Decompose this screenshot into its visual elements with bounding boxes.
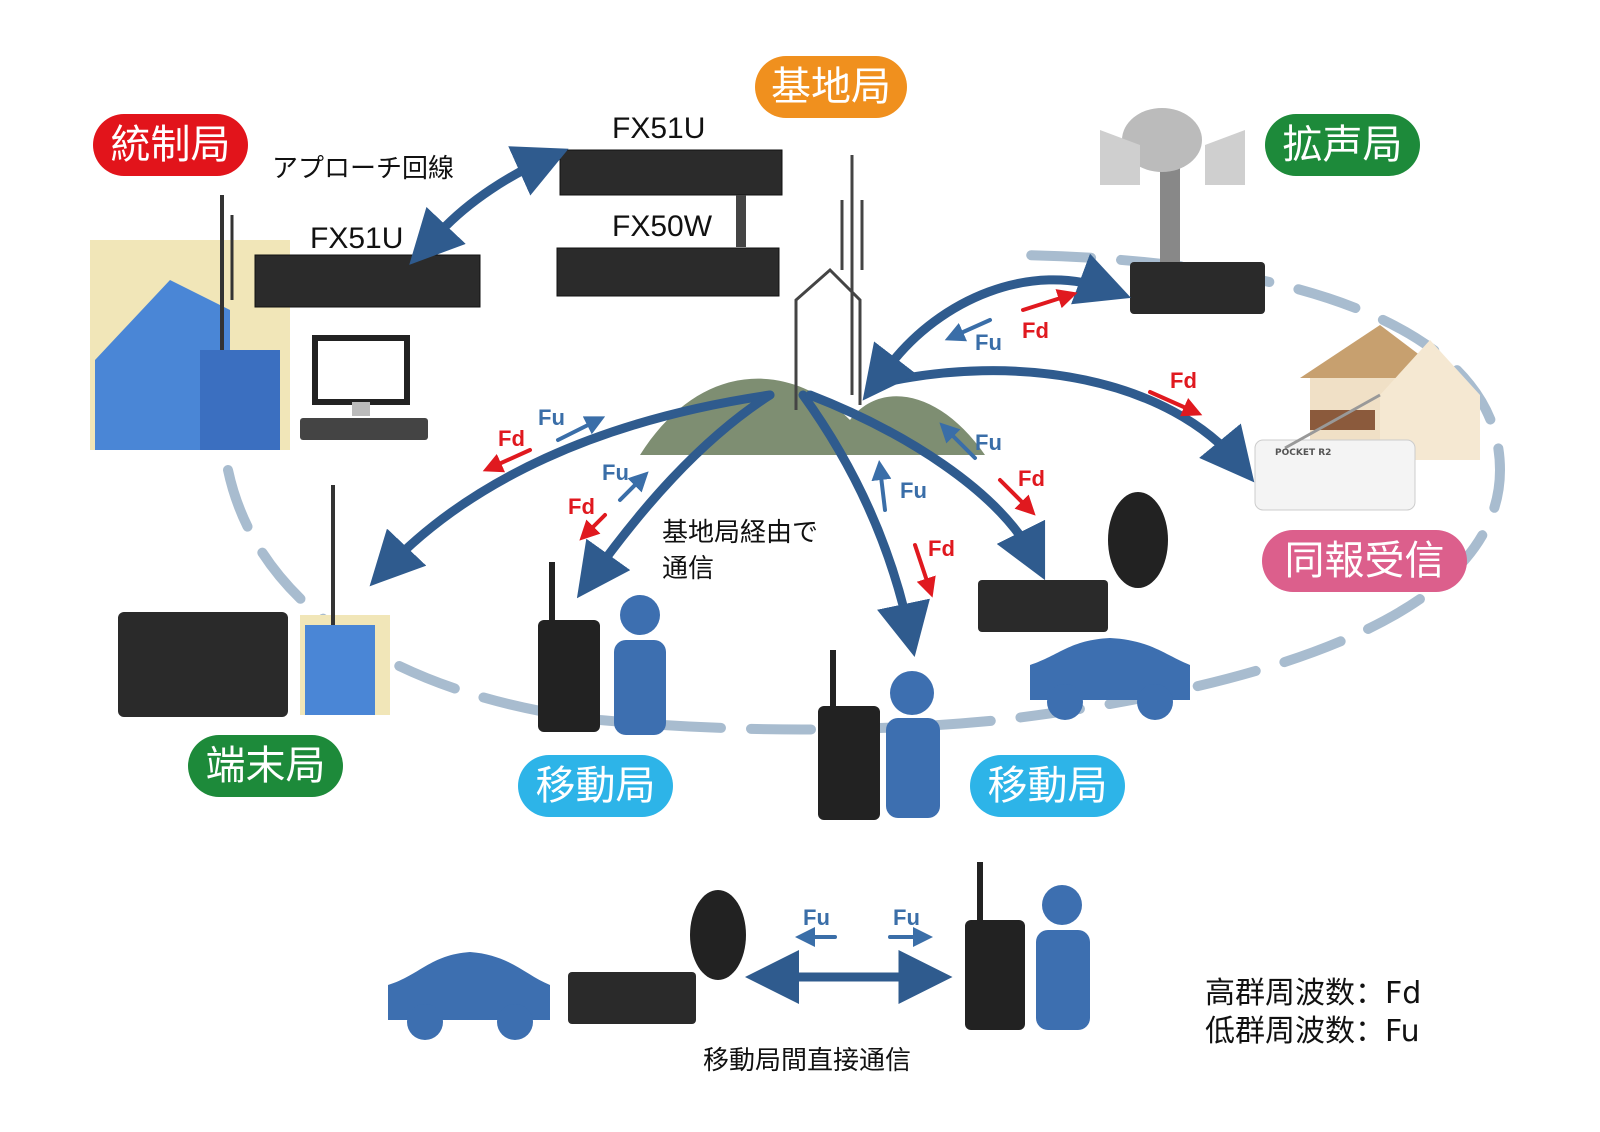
- computer-icon: [300, 335, 428, 440]
- mobile-station-left-label: 移動局: [518, 755, 673, 817]
- base-unit-top-model: FX51U: [612, 112, 706, 145]
- via-base-label-line1: 基地局経由で: [662, 518, 819, 548]
- control-rack-unit: [254, 254, 481, 308]
- fd-arrow-5: [1021, 289, 1078, 312]
- fd-label-5: Fd: [1022, 318, 1049, 343]
- fu-arrow-5: [944, 318, 992, 342]
- terminal-radio-unit: [118, 612, 288, 717]
- direct-comm-label: 移動局間直接通信: [703, 1046, 912, 1076]
- fd-label-2: Fd: [568, 494, 595, 519]
- fu-arrow-2: [618, 471, 649, 502]
- fu-label-1: Fu: [538, 405, 565, 430]
- via-base-label-line2: 通信: [662, 554, 715, 584]
- person-icon-2: [886, 671, 940, 818]
- loudspeaker-station-label: 拡声局: [1265, 114, 1420, 176]
- fd-arrow-1: [482, 448, 532, 473]
- handheld-radio-icon: [538, 620, 600, 732]
- fd-label-4: Fd: [1018, 466, 1045, 491]
- base-rack-unit-top: [559, 149, 783, 196]
- fu-arrow-4: [939, 422, 977, 460]
- arrow-to-terminal: [369, 390, 775, 587]
- base-unit-bottom-model: FX50W: [612, 210, 713, 243]
- control-unit-model: FX51U: [310, 222, 404, 255]
- fd-arrow-6: [1148, 390, 1203, 417]
- receiver-antenna-icon: [1284, 393, 1381, 450]
- speaker-microphone-icon: [1108, 492, 1168, 588]
- fu-arrow-1: [556, 416, 606, 442]
- fd-label-1: Fd: [498, 426, 525, 451]
- rack-connector: [736, 195, 746, 247]
- service-area-ring: [223, 250, 1506, 735]
- fu-label-4: Fu: [975, 430, 1002, 455]
- handheld-radio-bottom: [965, 920, 1025, 1030]
- fd-arrow-2: [579, 513, 607, 541]
- terminal-building-icon: [300, 485, 390, 715]
- fu-label-7: Fu: [893, 905, 920, 930]
- mobile-station-right-label: 移動局: [970, 755, 1125, 817]
- terminal-station-label: 端末局: [188, 735, 343, 797]
- approach-line-arrow: [409, 146, 569, 265]
- fd-arrow-4: [998, 478, 1036, 516]
- fu-label-2: Fu: [602, 460, 629, 485]
- base-rack-unit-bottom: [556, 247, 780, 297]
- broadcast-receiver-icon: [1254, 439, 1416, 511]
- arrow-to-mobile-center: [798, 390, 930, 658]
- mountain-icon: [640, 378, 985, 455]
- car-icon: [1030, 638, 1190, 720]
- control-building-icon: [90, 195, 290, 450]
- control-station-label: 統制局: [93, 114, 248, 176]
- fu-arrow-3: [871, 460, 892, 512]
- receiver-brand-label: POCKET R2: [1275, 448, 1332, 458]
- speaker-microphone-bottom-icon: [690, 890, 746, 980]
- broadcast-receive-label: 同報受信: [1262, 530, 1467, 592]
- base-antenna-tower-icon: [794, 155, 864, 410]
- vehicle-radio-bottom: [568, 972, 696, 1024]
- arrow-to-mobile-right: [805, 390, 1046, 581]
- handheld-radio-icon-2: [818, 706, 880, 820]
- fd-arrow-3: [913, 543, 936, 598]
- loudspeaker-mobile-radio: [1130, 262, 1265, 314]
- approach-line-label: アプローチ回線: [272, 154, 455, 184]
- person-icon: [614, 595, 666, 735]
- vehicle-radio-icon: [978, 580, 1108, 632]
- car-icon-bottom: [388, 952, 550, 1040]
- loudspeaker-icon: [1100, 108, 1245, 265]
- person-icon-bottom: [1036, 885, 1090, 1030]
- base-station-label: 基地局: [755, 56, 907, 118]
- fd-label-6: Fd: [1170, 368, 1197, 393]
- fd-label-3: Fd: [928, 536, 955, 561]
- legend-low-group: 低群周波数：Fu: [1205, 1014, 1420, 1049]
- arrow-loudspeaker-link: [862, 253, 1132, 401]
- arrow-to-mobile-left: [576, 390, 775, 599]
- fu-label-6: Fu: [803, 905, 830, 930]
- fu-label-3: Fu: [900, 478, 927, 503]
- fu-label-5: Fu: [975, 330, 1002, 355]
- legend-high-group: 高群周波数：Fd: [1205, 976, 1422, 1011]
